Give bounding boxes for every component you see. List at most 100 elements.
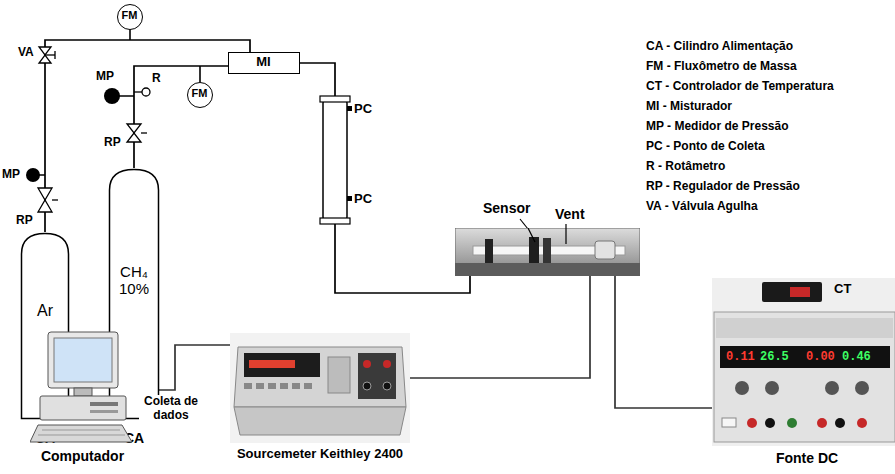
drawing-part	[485, 239, 493, 263]
text-slot: RP	[104, 136, 121, 150]
text-slot: FM	[188, 87, 211, 100]
part-label: MP	[96, 70, 114, 84]
drawing-part	[363, 382, 371, 390]
legend-entry: FM - Fluxômetro de Massa	[646, 56, 834, 76]
drawing-part	[855, 381, 869, 395]
drawing-part	[716, 318, 893, 338]
edge-label: Coleta de dados	[139, 395, 203, 423]
text-slot: Ar	[20, 302, 70, 320]
text-slot: Sourcemeter Keithley 2400	[200, 447, 440, 462]
text-slot: Coleta de dados	[139, 395, 203, 423]
node-text: MI	[229, 55, 298, 70]
legend-entry: R - Rotâmetro	[646, 156, 834, 176]
pipe-connector	[300, 63, 470, 293]
drawing-part	[268, 383, 276, 389]
legend-text: PC - Ponto de Coleta	[646, 139, 765, 153]
drawing-part	[817, 418, 827, 428]
drawing-part	[74, 388, 92, 396]
valve-stem	[52, 199, 58, 200]
display-reading: 0.11	[726, 351, 755, 365]
text-slot: 26.5	[760, 351, 789, 365]
text-slot: Vent	[555, 206, 595, 222]
legend-text: VA - Válvula Agulha	[646, 199, 758, 213]
drawing-part	[40, 396, 126, 420]
drawing-part	[358, 353, 396, 399]
text-slot: 0.00	[806, 351, 835, 365]
drawing-part	[280, 383, 288, 389]
drawing-part	[90, 402, 118, 406]
text-slot: MP	[2, 168, 20, 182]
text-slot: Computador	[20, 448, 145, 464]
pressure-regulator-symbol	[38, 188, 58, 212]
node-text: Vent	[555, 206, 595, 222]
text-slot: R	[152, 72, 161, 86]
display-reading: 0.46	[842, 351, 871, 365]
drawing-part	[328, 357, 350, 393]
text-slot: MP	[96, 70, 114, 84]
valve-half	[38, 188, 52, 200]
valve-half	[38, 200, 52, 212]
legend-box: CA - Cilindro AlimentaçãoFM - Fluxômetro…	[646, 36, 834, 216]
drawing-part	[455, 263, 640, 276]
pressure-regulator-symbol	[127, 124, 147, 142]
node-text: Sensor	[483, 200, 545, 216]
node-text: Sourcemeter Keithley 2400	[200, 447, 440, 462]
drawing-part	[857, 418, 867, 428]
display-reading: 0.00	[806, 351, 835, 365]
drawing-part	[714, 312, 895, 442]
legend-text: R - Rotâmetro	[646, 159, 725, 173]
drawing-part	[234, 347, 406, 407]
part-label: VA	[18, 46, 34, 60]
drawing-part	[787, 418, 797, 428]
text-slot: Fonte DC	[742, 450, 872, 466]
valve-half	[39, 47, 51, 55]
legend-entry: MP - Medidor de Pressão	[646, 116, 834, 136]
drawing-part	[543, 238, 551, 263]
legend-text: MI - Misturador	[646, 99, 732, 113]
part-label: CT	[834, 282, 851, 297]
text-slot: FM	[118, 9, 141, 22]
drawing-part	[363, 360, 371, 368]
legend-entry: PC - Ponto de Coleta	[646, 136, 834, 156]
stem-line	[199, 66, 201, 82]
drawing-part	[712, 278, 895, 446]
drawing-part	[835, 418, 845, 428]
mixer-box: MI	[228, 52, 300, 74]
valve-stem	[141, 132, 147, 133]
text-slot: PC	[354, 192, 372, 207]
legend-text: FM - Fluxômetro de Massa	[646, 59, 797, 73]
computer-icon: Computador	[30, 330, 135, 445]
text-slot: RP	[16, 214, 33, 228]
rotameter-bulb	[142, 88, 150, 96]
collection-tube	[320, 96, 352, 224]
valve-half	[39, 55, 51, 63]
valve-stem	[54, 51, 55, 59]
sensor-chamber-shape	[455, 228, 640, 276]
drawing-part	[595, 241, 615, 259]
part-label: RP	[104, 136, 121, 150]
node-text: Fonte DC	[742, 450, 872, 466]
node-text: FM	[188, 87, 211, 100]
drawing-part	[304, 383, 312, 389]
drawing-part	[244, 353, 320, 377]
drawing-part	[720, 346, 890, 368]
tube-body	[323, 98, 347, 222]
drawing-part	[762, 282, 822, 302]
drawing-part	[722, 418, 736, 427]
needle-valve-symbol	[39, 47, 55, 63]
legend-text: RP - Regulador de Pressão	[646, 179, 800, 193]
drawing-part	[383, 382, 391, 390]
text-slot: CH₄ 10%	[112, 263, 156, 298]
pipe-connector	[615, 276, 712, 408]
text-slot: MI	[229, 55, 298, 70]
drawing-part	[244, 383, 252, 389]
drawing-part	[765, 381, 779, 395]
drawing-part	[790, 287, 810, 297]
sourcemeter-photo: Sourcemeter Keithley 2400	[230, 333, 410, 443]
text-slot: PC	[354, 102, 372, 117]
display-reading: 26.5	[760, 351, 789, 365]
drawing-part	[38, 430, 125, 435]
drawing-part	[54, 338, 112, 382]
gauge-dot	[104, 88, 120, 104]
part-label: R	[152, 72, 161, 86]
